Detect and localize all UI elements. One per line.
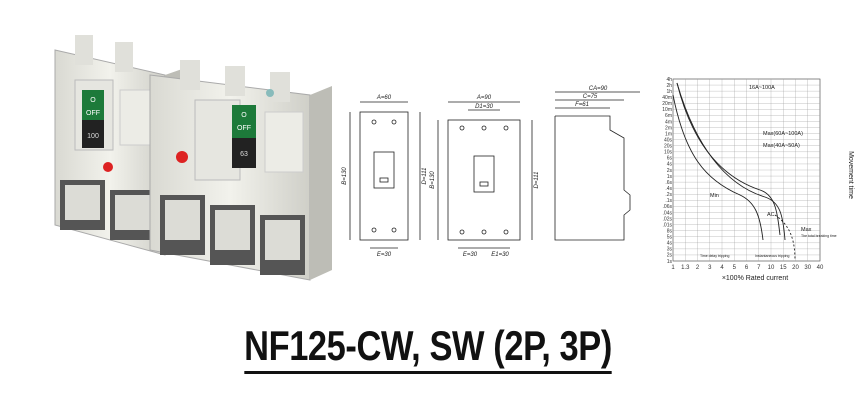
- curve-max3-label: Max: [801, 227, 812, 233]
- curve-min-label: Min: [710, 193, 719, 199]
- drawing-2p: [349, 101, 421, 249]
- x-tick-label: 1.3: [681, 265, 690, 271]
- off-label-3p: OFF: [237, 125, 251, 132]
- dim-2p-depth: D=111: [422, 168, 428, 185]
- curve-grid: [672, 78, 821, 262]
- y-tick-label: 1s: [667, 174, 673, 180]
- y-tick-label: .01s: [663, 222, 673, 228]
- x-tick-label: 40: [817, 265, 824, 271]
- y-tick-label: 10m: [662, 107, 672, 113]
- dim-2p-height: B=130: [342, 167, 348, 185]
- y-tick-label: .1s: [665, 198, 672, 204]
- y-tick-label: 10s: [664, 150, 673, 156]
- x-tick-label: 3: [708, 265, 712, 271]
- x-tick-label: 20: [792, 265, 799, 271]
- curve-range-label: 16A~100A: [749, 85, 775, 91]
- y-tick-label: 1m: [665, 131, 672, 137]
- curve-max1-label: Max(60A~100A): [763, 131, 803, 137]
- x-tick-label: 5: [733, 265, 737, 271]
- dim-3p-inner: D1=30: [475, 104, 494, 110]
- y-tick-label: 2h: [666, 83, 672, 89]
- x-tick-label: 2: [696, 265, 700, 271]
- product-photo: O OFF 100 O OFF 63: [54, 35, 332, 281]
- dimension-drawings: A=60 B=130 D=111 E=30 A=90 D1=30 B=130 D…: [342, 86, 640, 258]
- x-tick-label: 10: [768, 265, 775, 271]
- page-title: NF125-CW, SW (2P, 3P): [77, 322, 779, 374]
- y-tick-label: 8s: [667, 228, 673, 234]
- on-label-2p: O: [90, 97, 96, 104]
- breaker-3p: O OFF 63: [149, 60, 332, 281]
- y-tick-label: .06s: [663, 204, 673, 210]
- x-tick-label: 1: [671, 265, 675, 271]
- trip-curve: 4h2h1h40m20m10m6m4m2m1m40s20s10s6s4s2s1s…: [662, 77, 854, 282]
- y-tick-label: 2m: [665, 125, 672, 131]
- y-tick-label: 6s: [667, 156, 673, 162]
- curve-instant-note: Instantaneous tripping: [755, 254, 789, 258]
- dim-side-ca: CA=90: [589, 86, 608, 92]
- y-tick-label: .04s: [663, 210, 673, 216]
- dim-2p-pitch: E=30: [377, 252, 392, 258]
- trip-button-2p: [103, 162, 113, 172]
- trip-button-3p: [176, 151, 188, 163]
- breaker-2p: O OFF 100: [54, 35, 185, 256]
- dim-3p-pitch: E=30: [463, 252, 478, 258]
- dim-3p-height: B=130: [430, 171, 436, 189]
- y-tick-label: 4h: [666, 77, 672, 83]
- y-tick-label: .6s: [665, 180, 672, 186]
- on-label-3p: O: [241, 112, 247, 119]
- y-tick-label: 6m: [665, 113, 672, 119]
- x-tick-label: 15: [780, 265, 787, 271]
- y-tick-label: 20s: [664, 144, 673, 150]
- y-tick-label: 40m: [662, 95, 672, 101]
- drawing-3p: [437, 101, 533, 249]
- dim-3p-width: A=90: [476, 95, 492, 101]
- y-tick-label: 4m: [665, 119, 672, 125]
- rating-2p: 100: [87, 133, 99, 140]
- title-text: NF125-CW, SW (2P, 3P): [244, 322, 612, 374]
- off-label-2p: OFF: [86, 110, 100, 117]
- y-tick-label: 4s: [667, 241, 673, 247]
- dim-2p-width: A=60: [376, 95, 392, 101]
- x-tick-label: 7: [757, 265, 761, 271]
- x-tick-label: 6: [745, 265, 749, 271]
- y-tick-label: 20m: [662, 101, 672, 107]
- dim-side-f: F=61: [575, 102, 589, 108]
- curve-max-40-50: [676, 82, 786, 241]
- y-tick-label: .4s: [665, 186, 672, 192]
- dim-side-c: C=75: [583, 94, 598, 100]
- x-tick-label: 4: [720, 265, 724, 271]
- drawing-side: [554, 91, 640, 241]
- curve-min: [672, 94, 764, 241]
- y-tick-label: 2s: [667, 253, 673, 259]
- y-tick-label: 1s: [667, 259, 673, 265]
- dim-3p-pitch2: E1=30: [491, 252, 509, 258]
- y-tick-label: 1h: [666, 89, 672, 95]
- dim-3p-depth: D=111: [534, 172, 540, 189]
- curve-max2-label: Max(40A~50A): [763, 143, 800, 149]
- y-tick-label: .02s: [663, 216, 673, 222]
- rating-3p: 63: [240, 151, 248, 158]
- y-tick-label: 40s: [664, 137, 673, 143]
- curve-max-60-100: [676, 82, 781, 236]
- curve-breaking-note: The total breaking time: [801, 234, 837, 238]
- y-tick-label: 2s: [667, 168, 673, 174]
- y-tick-label: 3s: [667, 247, 673, 253]
- curve-x-label: ×100% Rated current: [722, 275, 788, 282]
- y-tick-label: .2s: [665, 192, 672, 198]
- curve-y-label: Movement time: [847, 151, 854, 199]
- y-tick-label: 5s: [667, 235, 673, 241]
- x-tick-label: 30: [804, 265, 811, 271]
- y-tick-label: 4s: [667, 162, 673, 168]
- curve-ac-label: AC: [767, 212, 775, 218]
- curve-time-delay-note: Time delay tripping: [700, 254, 729, 258]
